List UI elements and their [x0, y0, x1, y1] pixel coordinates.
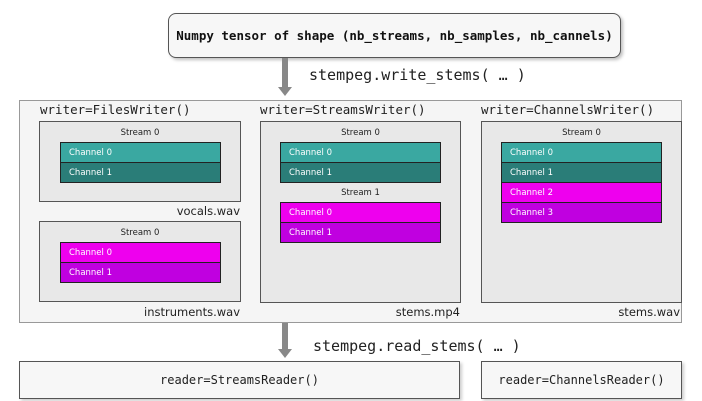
channel-1-bar: Channel 1 — [60, 162, 221, 183]
channels-filename: stems.wav — [618, 305, 680, 319]
channel-1-bar: Channel 1 — [501, 162, 662, 183]
channel-3-bar: Channel 3 — [501, 202, 662, 223]
read-arrow-shaft — [282, 323, 288, 350]
channel-0-bar: Channel 0 — [280, 142, 441, 163]
read-arrow-head-icon — [278, 349, 292, 358]
write-arrow-shaft — [282, 58, 288, 88]
write-stems-call: stempeg.write_stems( … ) — [309, 66, 526, 84]
streams-reader-label: reader=StreamsReader() — [160, 373, 319, 387]
read-stems-call: stempeg.read_stems( … ) — [313, 337, 521, 355]
stream-0-label: Stream 0 — [562, 128, 601, 138]
instruments-file-panel: Stream 0 Channel 0 Channel 1 — [39, 221, 241, 302]
channels-file-panel: Stream 0 Channel 0 Channel 1 Channel 2 C… — [481, 121, 682, 303]
files-writer-label: writer=FilesWriter() — [40, 102, 191, 117]
channel-1-bar: Channel 1 — [280, 162, 441, 183]
tensor-shape-text: Numpy tensor of shape (nb_streams, nb_sa… — [176, 28, 613, 43]
write-arrow-head-icon — [278, 87, 292, 96]
tensor-shape-box: Numpy tensor of shape (nb_streams, nb_sa… — [168, 13, 621, 58]
streams-file-panel: Stream 0 Channel 0 Channel 1 Stream 1 Ch… — [260, 121, 461, 303]
channel-0-bar: Channel 0 — [280, 202, 441, 223]
stream-label: Stream 0 — [120, 128, 160, 138]
channels-writer-label: writer=ChannelsWriter() — [481, 102, 655, 117]
channel-1-bar: Channel 1 — [280, 222, 441, 243]
stream-label: Stream 0 — [120, 228, 160, 238]
streams-filename: stems.mp4 — [395, 305, 460, 319]
channel-0-bar: Channel 0 — [60, 242, 221, 263]
channels-reader-label: reader=ChannelsReader() — [498, 373, 665, 387]
streams-writer-label: writer=StreamsWriter() — [260, 102, 426, 117]
channels-reader-box: reader=ChannelsReader() — [481, 361, 682, 399]
instruments-filename: instruments.wav — [144, 305, 240, 319]
stream-0-label: Stream 0 — [341, 128, 380, 138]
streams-reader-box: reader=StreamsReader() — [19, 361, 460, 399]
vocals-filename: vocals.wav — [176, 204, 240, 218]
channel-0-bar: Channel 0 — [501, 142, 662, 163]
vocals-file-panel: Stream 0 Channel 0 Channel 1 — [39, 121, 241, 202]
stream-1-label: Stream 1 — [341, 188, 380, 198]
channel-1-bar: Channel 1 — [60, 262, 221, 283]
channel-0-bar: Channel 0 — [60, 142, 221, 163]
channel-2-bar: Channel 2 — [501, 182, 662, 203]
